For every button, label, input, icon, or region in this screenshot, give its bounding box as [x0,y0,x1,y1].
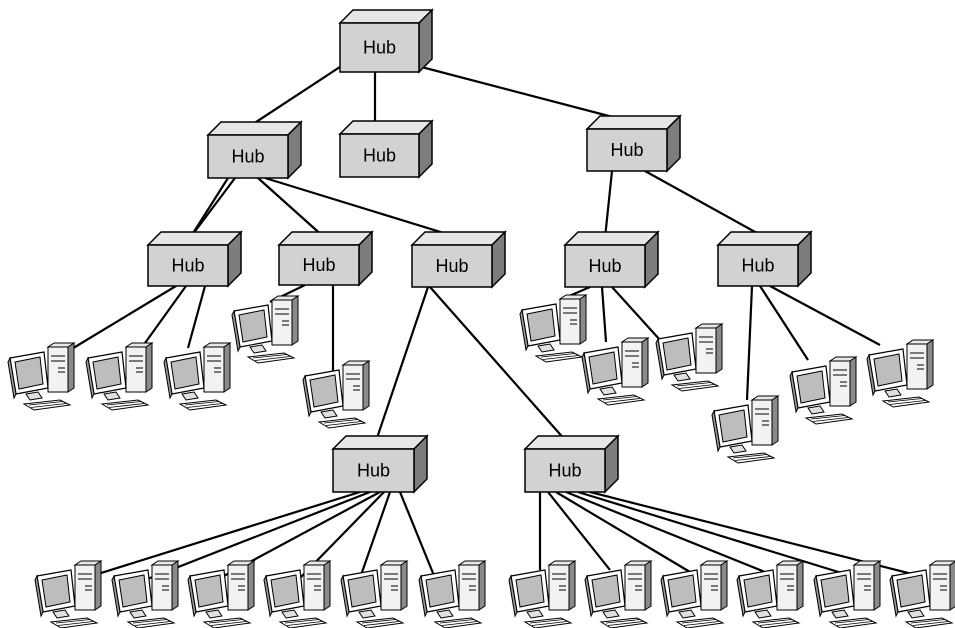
computer-icon [418,560,486,628]
computer-icon [581,337,649,406]
hub-label: Hub [610,140,643,160]
connection-line [264,176,461,240]
computer-icon [736,560,804,628]
connection-line [374,286,430,442]
hub-label: Hub [171,256,204,276]
hub-label: Hub [741,256,774,276]
hub-box: Hub [585,114,682,173]
connection-line [555,491,691,573]
computer-icon [187,560,255,628]
computer-icon [813,560,881,628]
hub-label: Hub [363,38,396,58]
computer-icon [655,323,723,392]
computer-icon [584,560,652,628]
hub-label: Hub [548,461,581,481]
connection-line [429,286,567,442]
hub-box: Hub [563,230,660,289]
computer-icon [34,560,102,628]
hub-box: Hub [338,8,434,74]
hub-box: Hub [146,230,243,288]
connection-line [547,491,611,571]
computer-icon [163,342,231,411]
connection-line [398,491,437,579]
connection-lines [69,60,921,582]
hub-label: Hub [435,256,468,276]
connection-line [644,170,767,239]
connection-line [745,285,754,401]
hub-label: Hub [588,256,621,276]
hub-label: Hub [357,461,390,481]
connection-line [611,286,661,341]
connection-line [565,490,771,576]
computer-icon [508,560,576,628]
connection-line [69,285,177,351]
connection-line [189,177,229,239]
computer-icon [789,356,857,425]
computer-icon [85,342,153,411]
computer-icon [519,294,587,363]
computer-icon [340,560,408,628]
connection-line [139,285,187,351]
hub-box: Hub [331,434,429,494]
connection-line [358,491,392,579]
hub-box: Hub [410,230,507,289]
connection-line [249,62,347,127]
connection-line [144,490,371,582]
hub-box: Hub [277,230,374,287]
hub-label: Hub [363,146,396,166]
connection-line [769,285,881,346]
hub-box: Hub [716,230,813,288]
computer-icon [711,395,779,464]
computer-icon [7,342,75,411]
hub-label: Hub [302,255,335,275]
hub-label: Hub [231,147,264,167]
computer-icon [263,560,331,628]
connection-line [257,177,326,239]
connection-line [600,286,608,343]
computer-icon [231,295,299,364]
connection-line [84,490,361,580]
hub-box: Hub [206,120,303,180]
computer-icon [660,560,728,628]
computer-icon [302,360,370,429]
connection-line [186,285,207,349]
connection-line [577,490,846,576]
hub-box: Hub [338,119,434,179]
connection-line [759,285,809,361]
computer-icon [866,339,934,408]
connection-line [409,62,629,123]
connection-line [603,170,614,239]
hub-box: Hub [523,434,620,494]
computer-icon [111,560,179,628]
